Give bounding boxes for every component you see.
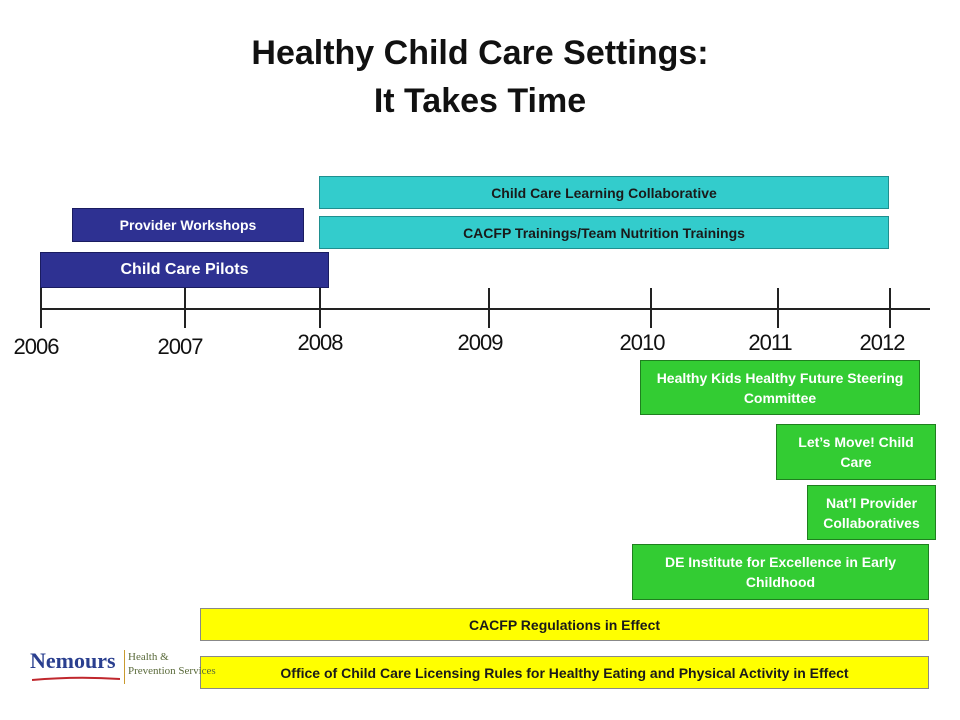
bar-healthy-kids-steering-committee: Healthy Kids Healthy Future Steering Com… <box>640 360 920 415</box>
bar-provider-workshops: Provider Workshops <box>72 208 304 242</box>
tick-2009 <box>488 288 490 328</box>
year-label-2006: 2006 <box>13 334 60 359</box>
bar-natl-provider-collaboratives: Nat’l Provider Collaboratives <box>807 485 936 540</box>
bar-occl-rules: Office of Child Care Licensing Rules for… <box>200 656 929 689</box>
tick-2006 <box>40 288 42 328</box>
bar-cacfp-trainings: CACFP Trainings/Team Nutrition Trainings <box>319 216 889 249</box>
bar-de-institute: DE Institute for Excellence in Early Chi… <box>632 544 929 600</box>
logo-swoosh-icon <box>32 676 120 681</box>
timeline-axis <box>40 308 930 310</box>
tick-2008 <box>319 288 321 328</box>
year-label-2010: 2010 <box>619 330 666 355</box>
bar-lets-move-child-care: Let’s Move! Child Care <box>776 424 936 480</box>
title-line-1: Healthy Child Care Settings: <box>251 34 709 72</box>
title-line-2: It Takes Time <box>373 82 587 120</box>
logo-subtitle-line-2: Prevention Services <box>128 665 216 677</box>
bar-child-care-pilots: Child Care Pilots <box>40 252 329 288</box>
bar-cacfp-regulations: CACFP Regulations in Effect <box>200 608 929 641</box>
logo-subtitle: Health & Prevention Services <box>128 650 216 678</box>
year-label-2012: 2012 <box>859 330 906 355</box>
tick-2007 <box>184 288 186 328</box>
tick-2011 <box>777 288 779 328</box>
nemours-logo: Nemours Health & Prevention Services <box>30 648 216 690</box>
tick-2010 <box>650 288 652 328</box>
logo-subtitle-line-1: Health & <box>128 651 169 663</box>
year-label-2011: 2011 <box>748 330 792 355</box>
tick-2012 <box>889 288 891 328</box>
year-label-2007: 2007 <box>157 334 204 359</box>
logo-divider <box>124 650 125 684</box>
bar-child-care-learning-collaborative: Child Care Learning Collaborative <box>319 176 889 209</box>
logo-name: Nemours <box>30 648 116 673</box>
year-label-2009: 2009 <box>457 330 504 355</box>
year-label-2008: 2008 <box>297 330 344 355</box>
